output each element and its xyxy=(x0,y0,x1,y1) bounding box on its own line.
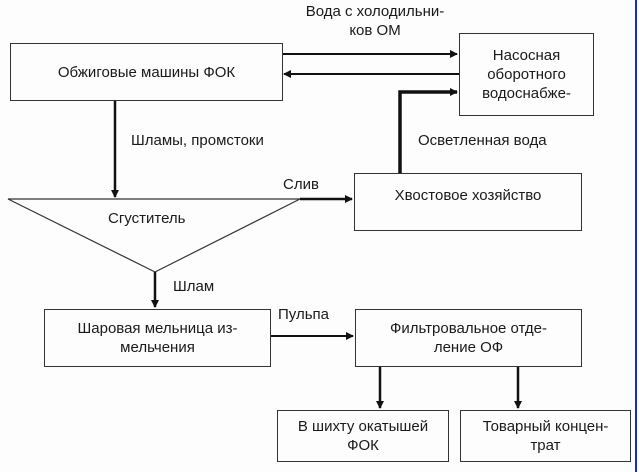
node-tailings: Хвостовое хозяйство xyxy=(354,173,582,231)
arrow-tailings-to-pump xyxy=(398,90,457,173)
commodity-line-2: трат xyxy=(530,437,561,454)
edge-label-clarified-water: Осветленная вода xyxy=(418,132,547,149)
cooler-water-line-1: Вода с холодильни- xyxy=(305,3,445,20)
node-roasting-machines: Обжиговые машины ФОК xyxy=(10,43,283,101)
pump-station-line-2: оборотного xyxy=(487,66,566,83)
node-pellet-charge: В шихту окатышей ФОК xyxy=(277,410,449,462)
edge-label-slimes: Шламы, промстоки xyxy=(131,132,264,149)
node-thickener-label: Сгуститель xyxy=(108,210,186,227)
node-pump-station: Насосная оборотного водоснабже- xyxy=(459,33,594,116)
edge-label-pulp: Пульпа xyxy=(278,306,329,323)
thickener-shape xyxy=(7,198,301,273)
node-roasting-machines-label: Обжиговые машины ФОК xyxy=(57,63,236,81)
ball-mill-line-2: мельчения xyxy=(120,339,195,356)
pump-station-line-3: водоснабже- xyxy=(482,85,571,102)
commodity-line-1: Товарный концен- xyxy=(482,418,609,435)
ball-mill-line-1: Шаровая мельница из- xyxy=(77,320,238,337)
pellet-line-2: ФОК xyxy=(347,437,379,454)
edge-label-cooler-water: Вода с холодильни- ков ОМ xyxy=(285,2,465,40)
window-border-edge xyxy=(635,0,637,472)
filter-line-2: ление ОФ xyxy=(433,339,504,356)
node-ball-mill: Шаровая мельница из- мельчения xyxy=(44,309,271,367)
node-filter-department: Фильтровальное отде- ление ОФ xyxy=(355,309,582,367)
edge-label-overflow: Слив xyxy=(283,176,319,193)
node-tailings-label: Хвостовое хозяйство xyxy=(394,187,542,204)
node-commodity-concentrate: Товарный концен- трат xyxy=(460,410,631,462)
edge-label-slime: Шлам xyxy=(173,278,215,295)
pellet-line-1: В шихту окатышей xyxy=(297,418,429,435)
cooler-water-line-2: ков ОМ xyxy=(349,22,401,39)
pump-station-line-1: Насосная xyxy=(492,47,561,64)
filter-line-1: Фильтровальное отде- xyxy=(389,320,548,337)
